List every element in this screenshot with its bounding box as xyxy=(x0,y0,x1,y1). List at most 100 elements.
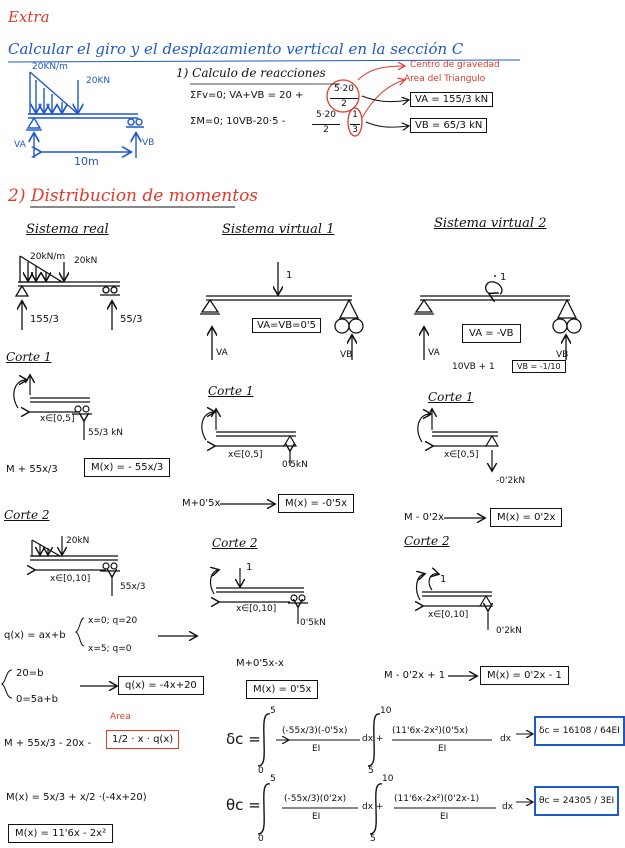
reactions-heading: 1) Calculo de reacciones xyxy=(176,66,326,80)
real-cut2-diagram xyxy=(30,536,120,596)
virtual2-cut2-diagram xyxy=(417,574,494,630)
virtual2-cut1-diagram xyxy=(417,410,500,470)
virtual2-reaction-box: VA = -VB xyxy=(462,324,521,343)
real-cut1-title: Corte 1 xyxy=(6,350,52,364)
virtual2-eq: 10VB + 1 xyxy=(452,362,495,372)
q-condition-1: x=0; q=20 xyxy=(88,616,138,626)
delta-int1-den: EI xyxy=(312,744,321,754)
real-cut2-range: x∈[0,10] xyxy=(50,574,91,584)
virtual1-beam xyxy=(200,262,364,360)
theta-int1-den: EI xyxy=(312,812,321,822)
sum-moments-frac-den: 2 xyxy=(312,124,340,135)
extra-label: Extra xyxy=(8,8,50,26)
virtual2-cut2-result: M(x) = 0'2x - 1 xyxy=(480,666,569,685)
sum-forces-eq: ΣFv=0; VA+VB = 20 + xyxy=(190,90,304,101)
top-point-load-label: 20KN xyxy=(86,76,111,86)
virtual1-unit-load: 1 xyxy=(286,270,293,281)
va-result-box: VA = 155/3 kN xyxy=(410,92,494,107)
sum-moments-eq: ΣM=0; 10VB-20·5 - xyxy=(190,116,286,127)
virtual1-title: Sistema virtual 1 xyxy=(222,222,335,237)
vb-result-box: VB = 65/3 kN xyxy=(410,118,488,133)
real-load-label: 20kN/m xyxy=(30,252,66,262)
top-dist-load-label: 20KN/m xyxy=(32,62,68,72)
real-point-label: 20kN xyxy=(74,256,98,266)
sum-moments-frac-num: 5·20 xyxy=(315,110,337,120)
real-cut2-title: Corte 2 xyxy=(4,508,50,522)
virtual1-cut1-eq: M+0'5x xyxy=(182,498,221,509)
virtual2-cut1-eq: M - 0'2x xyxy=(404,512,444,523)
q-result-box: q(x) = -4x+20 xyxy=(118,676,204,695)
q-system-1: 20=b xyxy=(16,668,44,679)
virtual1-va-label: VA xyxy=(216,348,228,358)
theta-int2-lower: 5 xyxy=(370,834,376,844)
section2-heading: 2) Distribucion de momentos xyxy=(8,186,259,206)
q-system-2: 0=5a+b xyxy=(16,694,58,705)
delta-symbol: δc = xyxy=(226,730,261,748)
centroid-note: Centro de gravedad xyxy=(410,60,500,70)
drawings-layer xyxy=(0,59,582,835)
real-moment-eq: M + 55x/3 - 20x - xyxy=(4,738,92,749)
real-system-title: Sistema real xyxy=(26,222,109,237)
delta-int2-lower: 5 xyxy=(368,766,374,776)
delta-int2-num: (11'6x-2x²)(0'5x) xyxy=(392,726,469,736)
virtual2-cut1-force: -0'2kN xyxy=(496,476,526,486)
theta-result-box: θc = 24305 / 3EI xyxy=(534,786,620,816)
delta-int2-den: EI xyxy=(438,744,447,754)
real-cut1-result: M(x) = - 55x/3 xyxy=(84,458,171,477)
virtual1-cut1-force: 0'5kN xyxy=(282,460,308,470)
virtual1-vb-label: VB xyxy=(340,350,353,360)
virtual2-cut2-title: Corte 2 xyxy=(404,534,450,548)
virtual1-reaction-box: VA=VB=0'5 xyxy=(252,318,321,333)
virtual2-cut1-range: x∈[0,5] xyxy=(444,450,479,460)
area-label: Area xyxy=(110,712,131,722)
real-cut1-range: x∈[0,5] xyxy=(40,414,75,424)
theta-int1-num: (-55x/3)(0'2x) xyxy=(284,794,347,804)
theta-int-end: dx xyxy=(502,802,514,812)
delta-int-mid: dx + xyxy=(362,734,384,744)
theta-int1-lower: 0 xyxy=(258,834,264,844)
delta-int1-num: (-55x/3)(-0'5x) xyxy=(282,726,348,736)
area-expression-box: 1/2 · x · q(x) xyxy=(106,730,180,749)
top-span-label: 10m xyxy=(74,155,99,168)
real-cut1-diagram xyxy=(13,376,92,440)
real-moment-expand: M(x) = 5x/3 + x/2 ·(-4x+20) xyxy=(6,792,147,803)
sum-forces-frac-num: 5·20 xyxy=(333,84,355,94)
theta-int2-upper: 10 xyxy=(382,774,394,784)
virtual2-cut2-force: 0'2kN xyxy=(496,626,522,636)
delta-int-end: dx xyxy=(500,734,512,744)
real-ra-label: 155/3 xyxy=(30,314,59,325)
virtual2-cut2-range: x∈[0,10] xyxy=(428,610,469,620)
virtual1-cut1-title: Corte 1 xyxy=(208,384,254,398)
virtual1-cut2-title: Corte 2 xyxy=(212,536,258,550)
virtual2-title: Sistema virtual 2 xyxy=(434,216,547,231)
virtual1-cut1-diagram xyxy=(201,410,298,466)
virtual2-va-label: VA xyxy=(428,348,440,358)
virtual2-vb-box: VB = -1/10 xyxy=(512,360,566,373)
virtual1-cut2-range: x∈[0,10] xyxy=(236,604,277,614)
theta-int-mid: dx + xyxy=(362,802,384,812)
real-moment-final: M(x) = 11'6x - 2x² xyxy=(8,824,114,843)
delta-result-box: δc = 16108 / 64EI xyxy=(534,716,625,746)
delta-int2-upper: 10 xyxy=(380,706,392,716)
real-cut1-eq: M + 55x/3 xyxy=(6,464,58,475)
third-num: 1 xyxy=(352,110,358,120)
top-va-label: VA xyxy=(14,140,26,150)
virtual1-cut1-result: M(x) = -0'5x xyxy=(278,494,355,513)
top-beam-diagram xyxy=(26,71,144,158)
virtual2-cut1-title: Corte 1 xyxy=(428,390,474,404)
virtual1-cut2-eq: M+0'5x-x xyxy=(236,658,284,669)
theta-symbol: θc = xyxy=(226,796,261,814)
virtual2-cut1-result: M(x) = 0'2x xyxy=(490,508,563,527)
virtual1-cut2-force: 0'5kN xyxy=(300,618,326,628)
real-cut2-load: 20kN xyxy=(66,536,90,546)
real-cut2-force: 55x/3 xyxy=(120,582,146,592)
delta-int1-upper: 5 xyxy=(270,706,276,716)
real-cut1-force: 55/3 kN xyxy=(88,428,124,438)
area-note: Area del Triangulo xyxy=(404,74,486,84)
theta-int2-den: EI xyxy=(440,812,449,822)
theta-int1-upper: 5 xyxy=(270,774,276,784)
virtual1-cut1-range: x∈[0,5] xyxy=(228,450,263,460)
q-definition: q(x) = ax+b xyxy=(4,630,66,641)
virtual2-cut2-eq: M - 0'2x + 1 xyxy=(384,670,446,681)
virtual2-cut2-unit: 1 xyxy=(440,574,447,585)
